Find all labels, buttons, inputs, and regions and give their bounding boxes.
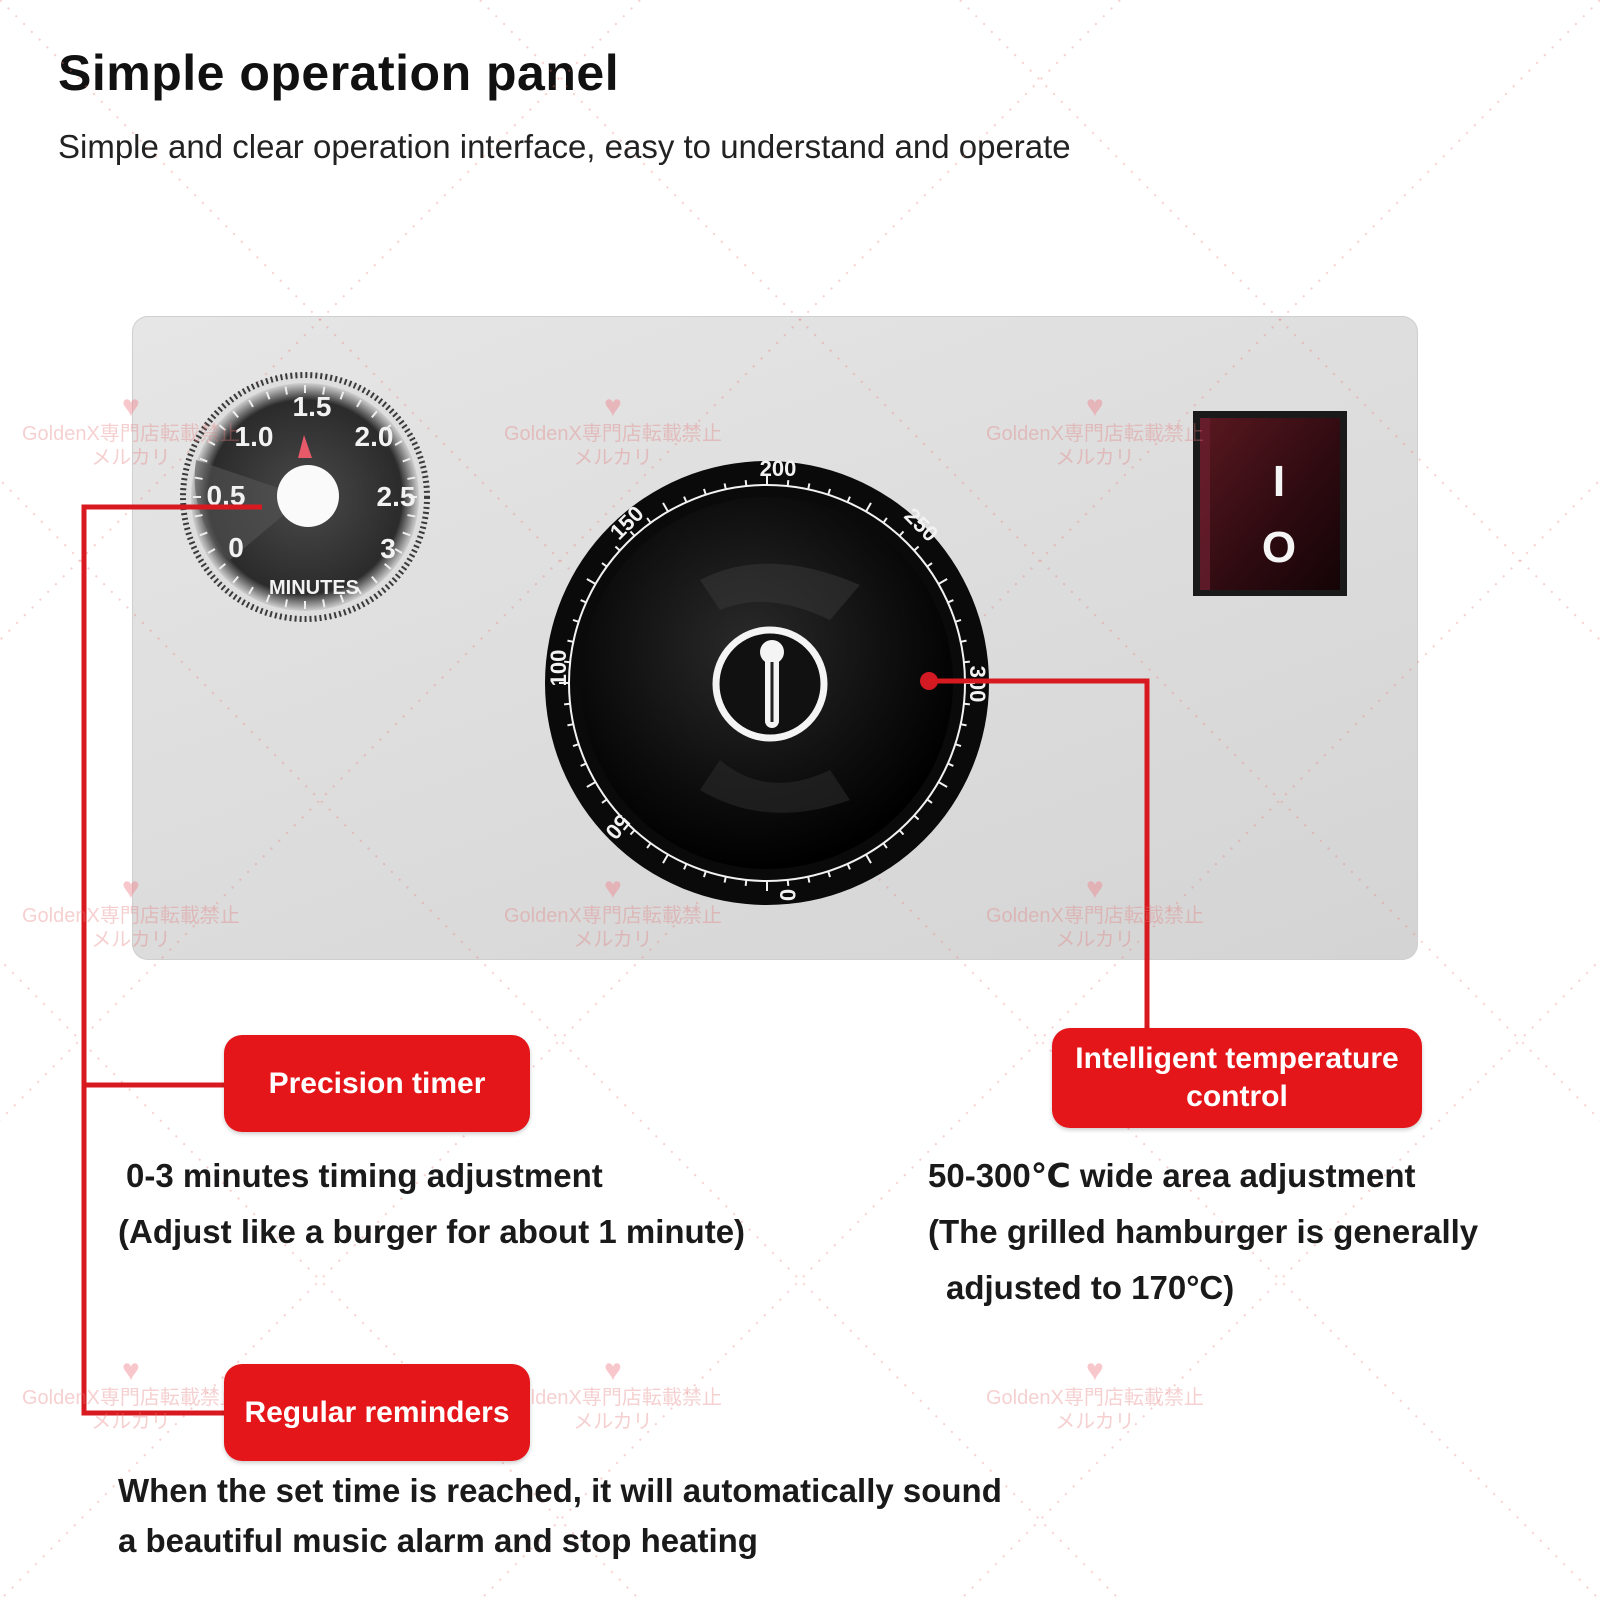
- heart-icon: ♥: [1086, 872, 1104, 905]
- heart-icon: ♥: [604, 1354, 622, 1387]
- temperature-control-badge: Intelligent temperature control: [1052, 1028, 1422, 1128]
- page-subtitle: Simple and clear operation interface, ea…: [58, 128, 1071, 165]
- watermark: ♥GoldenX専門店転載禁止メルカリ: [22, 1354, 240, 1434]
- watermark: ♥GoldenX専門店転載禁止メルカリ: [22, 390, 240, 470]
- heart-icon: ♥: [604, 872, 622, 905]
- watermark: ♥GoldenX専門店転載禁止メルカリ: [504, 872, 722, 952]
- heart-icon: ♥: [1086, 1354, 1104, 1387]
- description-line: (Adjust like a burger for about 1 minute…: [118, 1213, 746, 1250]
- description-line: a beautiful music alarm and stop heating: [118, 1522, 758, 1559]
- watermark: ♥GoldenX専門店転載禁止メルカリ: [22, 872, 240, 952]
- heart-icon: ♥: [122, 872, 140, 905]
- description-line: 50-300℃ wide area adjustment: [928, 1157, 1416, 1194]
- description-line: 0-3 minutes timing adjustment: [126, 1157, 603, 1194]
- temperature-control-description: 50-300℃ wide area adjustment (The grille…: [928, 1148, 1478, 1316]
- precision-timer-badge: Precision timer: [224, 1035, 530, 1132]
- description-line: When the set time is reached, it will au…: [118, 1472, 1002, 1509]
- precision-timer-description: 0-3 minutes timing adjustment (Adjust li…: [118, 1148, 745, 1260]
- heart-icon: ♥: [122, 1354, 140, 1387]
- watermark: ♥GoldenX専門店転載禁止メルカリ: [986, 390, 1204, 470]
- description-line: (The grilled hamburger is generally: [928, 1213, 1479, 1250]
- heart-icon: ♥: [604, 390, 622, 423]
- heart-icon: ♥: [1086, 390, 1104, 423]
- watermark: ♥GoldenX専門店転載禁止メルカリ: [986, 1354, 1204, 1434]
- control-panel: [132, 316, 1418, 960]
- description-line: adjusted to 170°C): [946, 1269, 1235, 1306]
- page-title: Simple operation panel: [58, 45, 620, 101]
- regular-reminders-badge: Regular reminders: [224, 1364, 530, 1461]
- regular-reminders-description: When the set time is reached, it will au…: [118, 1466, 1002, 1566]
- watermark: ♥GoldenX専門店転載禁止メルカリ: [504, 390, 722, 470]
- watermark: ♥GoldenX専門店転載禁止メルカリ: [986, 872, 1204, 952]
- heart-icon: ♥: [122, 390, 140, 423]
- watermark: ♥GoldenX専門店転載禁止メルカリ: [504, 1354, 722, 1434]
